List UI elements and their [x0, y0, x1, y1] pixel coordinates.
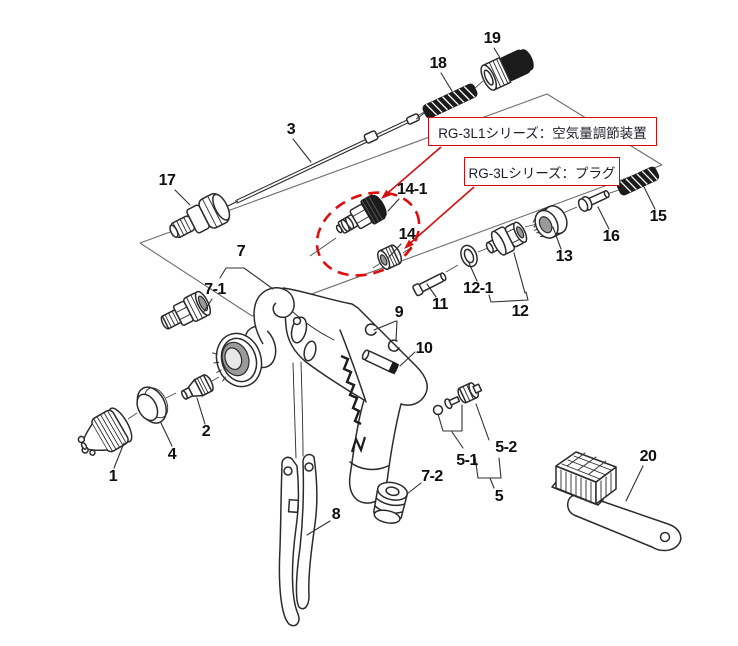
part-label-5: 5 — [494, 488, 504, 505]
leader-lines — [113, 47, 656, 536]
gun-head-nut-drawing — [212, 332, 263, 388]
part-label-7: 7 — [236, 243, 246, 260]
highlight-dashed-ellipse — [315, 191, 421, 277]
part-label-5-2: 5-2 — [495, 439, 517, 456]
part-label-7-2: 7-2 — [421, 468, 443, 485]
part-label-3: 3 — [286, 121, 296, 138]
maker-logo-mark — [350, 435, 367, 454]
needle-drawing — [227, 113, 421, 207]
part-label-13: 13 — [555, 248, 573, 265]
brush-drawing — [551, 451, 682, 552]
part-label-14-1: 14-1 — [396, 181, 428, 198]
part-label-4: 4 — [167, 446, 177, 463]
part-label-12-1: 12-1 — [462, 280, 494, 297]
part-19-knob-drawing — [480, 49, 534, 91]
part-5-2-drawing — [457, 382, 483, 404]
part-label-7-1: 7-1 — [204, 281, 226, 298]
handle-branding-marks — [340, 354, 362, 426]
part-18-spring-drawing — [415, 83, 478, 120]
part-label-20: 20 — [639, 448, 657, 465]
part-label-18: 18 — [429, 55, 447, 72]
axis-connector-lines — [127, 80, 620, 420]
part-14-1-drawing — [335, 194, 387, 234]
part-4-drawing — [136, 386, 169, 424]
part-12-1-drawing — [460, 244, 478, 268]
part-7-1-drawing — [160, 290, 212, 330]
part-label-8: 8 — [331, 506, 341, 523]
part-1-drawing — [77, 407, 133, 456]
part-5-1-drawing — [432, 396, 461, 416]
part-label-14: 14 — [398, 226, 416, 243]
part-label-11: 11 — [432, 296, 448, 313]
callout-air-adjuster: RG-3L1シリーズ：空気量調節装置 — [428, 117, 657, 146]
part-label-12: 12 — [511, 303, 529, 320]
part-label-17: 17 — [158, 172, 176, 189]
part-11-drawing — [412, 272, 447, 297]
part-label-5-1: 5-1 — [456, 452, 478, 469]
part-label-9: 9 — [394, 304, 404, 321]
part-13-drawing — [532, 205, 568, 239]
part-label-19: 19 — [483, 30, 501, 47]
part-14-drawing — [377, 244, 403, 270]
part-10-drawing — [361, 349, 400, 375]
arrowhead-plug — [404, 239, 414, 249]
part-16-drawing — [577, 190, 610, 212]
part-15-spring-drawing — [616, 166, 660, 196]
part-label-1: 1 — [108, 468, 118, 485]
part-2-drawing — [180, 374, 214, 400]
part-17-drawing — [169, 192, 231, 239]
part-12-drawing — [485, 221, 528, 256]
part-label-15: 15 — [649, 208, 667, 225]
part-label-2: 2 — [201, 423, 211, 440]
trigger-drawing — [278, 453, 318, 627]
part-label-10: 10 — [415, 340, 433, 357]
callout-arrows — [381, 146, 475, 249]
arrowhead-air-adjuster — [381, 189, 391, 199]
callout-plug: RG-3Lシリーズ：プラグ — [464, 157, 620, 186]
part-9-drawing — [364, 323, 400, 352]
part-label-16: 16 — [602, 228, 620, 245]
